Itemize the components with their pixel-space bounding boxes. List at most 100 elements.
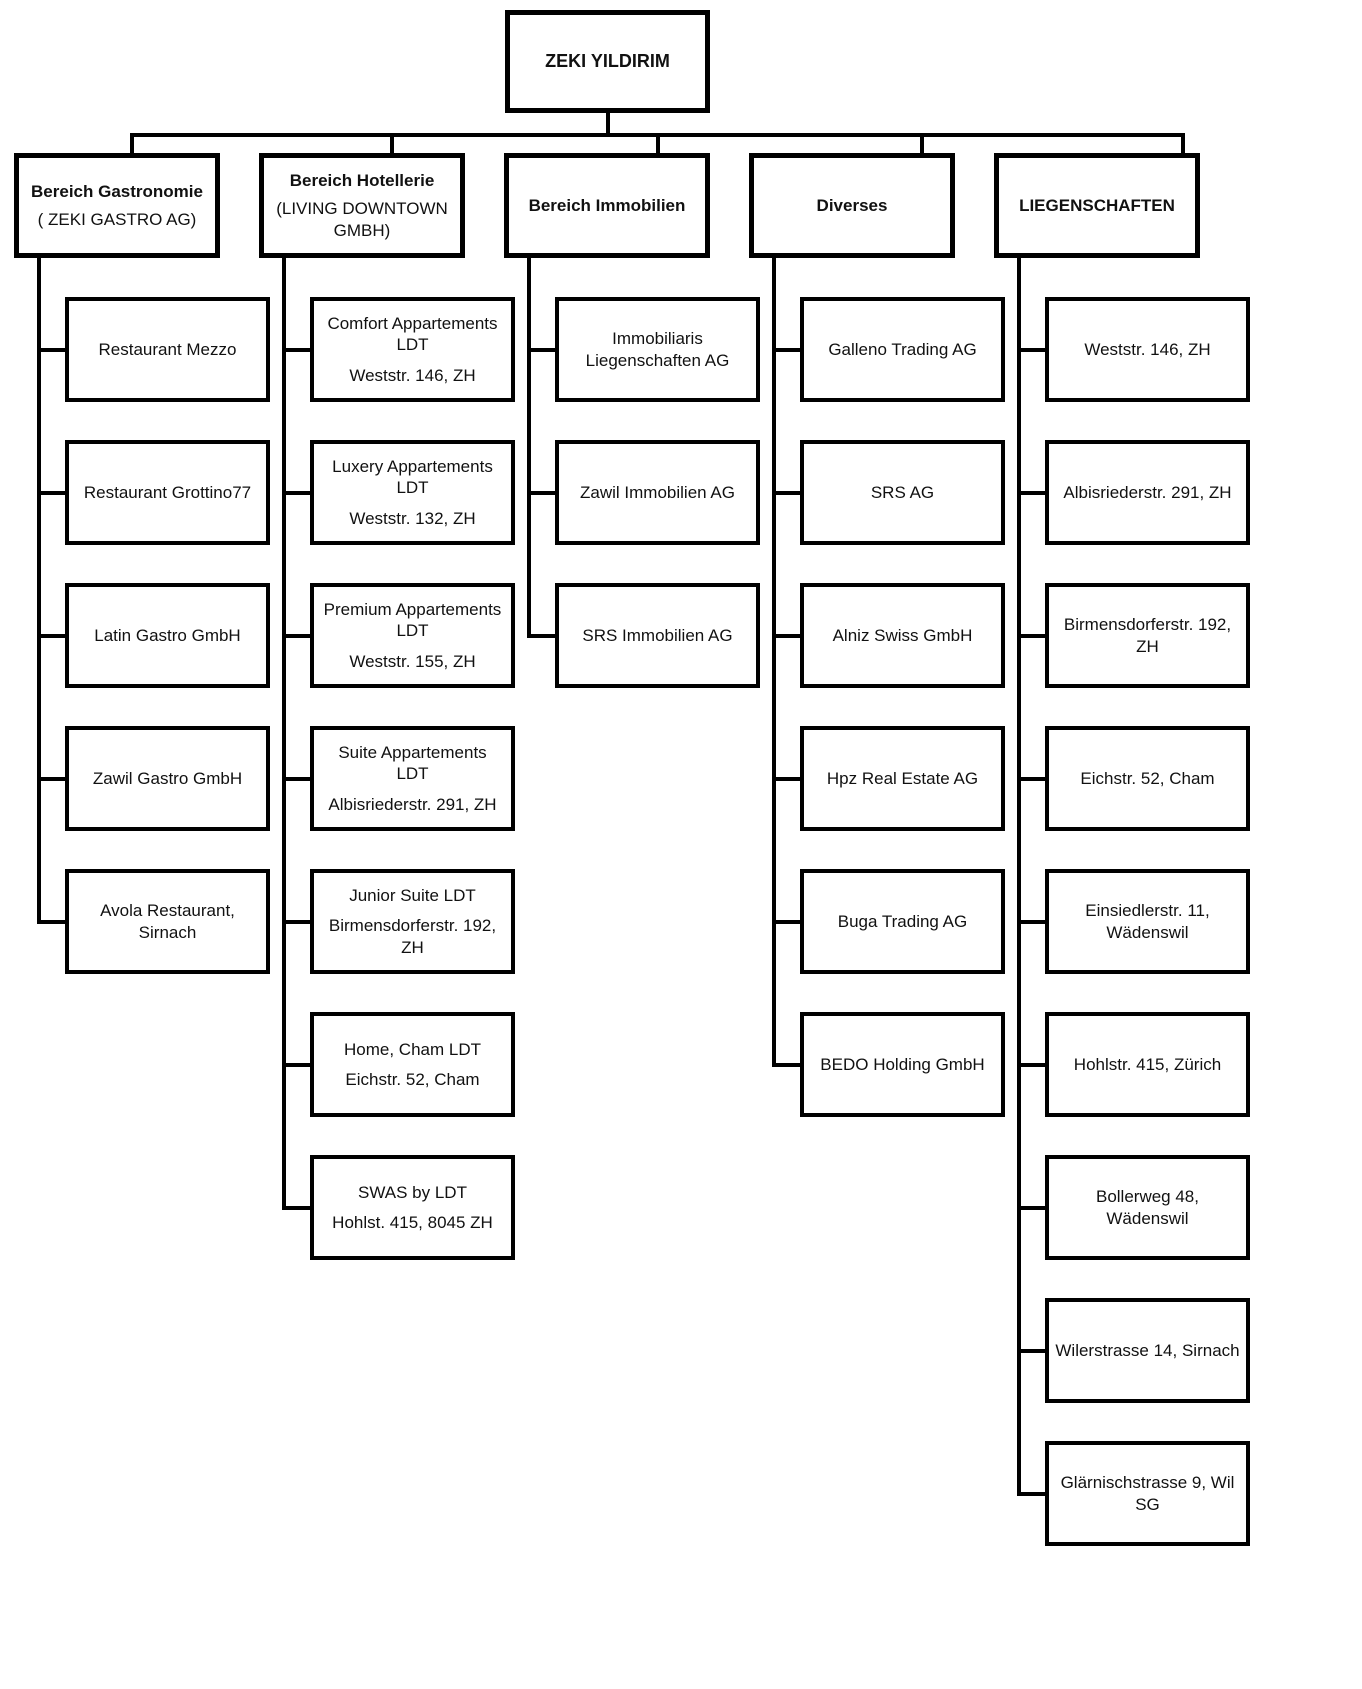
entity-box: Albisriederstr. 291, ZH	[1045, 440, 1250, 545]
connector-line	[282, 920, 312, 924]
entity-name: Restaurant Grottino77	[83, 482, 252, 502]
connector-line	[37, 348, 67, 352]
connector-line	[1017, 920, 1047, 924]
entity-box: Zawil Gastro GmbH	[65, 726, 270, 831]
entity-box: BEDO Holding GmbH	[800, 1012, 1005, 1117]
branch-title: Bereich Gastronomie	[31, 181, 203, 201]
branch-header: LIEGENSCHAFTEN	[994, 153, 1200, 258]
connector-line	[282, 777, 312, 781]
entity-box: Einsiedlerstr. 11, Wädenswil	[1045, 869, 1250, 974]
entity-name: Restaurant Mezzo	[98, 339, 237, 359]
entity-box: Immobiliaris Liegenschaften AG	[555, 297, 760, 402]
connector-line	[1017, 348, 1047, 352]
branch-title: Bereich Immobilien	[528, 195, 686, 215]
connector-line	[282, 1206, 312, 1210]
connector-line	[772, 777, 802, 781]
connector-line	[37, 491, 67, 495]
connector-line	[282, 1063, 312, 1067]
entity-box: Latin Gastro GmbH	[65, 583, 270, 688]
entity-box: Bollerweg 48, Wädenswil	[1045, 1155, 1250, 1260]
entity-box: Junior Suite LDT Birmensdorferstr. 192, Z…	[310, 869, 515, 974]
entity-box: Restaurant Mezzo	[65, 297, 270, 402]
connector-line	[527, 634, 557, 638]
entity-name: Junior Suite LDT	[349, 886, 476, 906]
entity-box: Hpz Real Estate AG	[800, 726, 1005, 831]
entity-box: SWAS by LDT Hohlst. 415, 8045 ZH	[310, 1155, 515, 1260]
entity-name: Avola Restaurant, Sirnach	[100, 901, 235, 942]
entity-name: Immobiliaris Liegenschaften AG	[585, 329, 730, 370]
entity-address: Weststr. 146, ZH	[349, 365, 476, 385]
branch-title: Diverses	[816, 195, 888, 215]
entity-name: Wilerstrasse 14, Sirnach	[1055, 1340, 1240, 1360]
entity-name: Luxery Appartements LDT	[332, 457, 493, 498]
entity-name: Bollerweg 48, Wädenswil	[1095, 1187, 1199, 1228]
connector-line	[37, 920, 67, 924]
entity-box: Comfort Appartements LDT Weststr. 146, ZH	[310, 297, 515, 402]
connector-line	[772, 348, 802, 352]
entity-name: Eichstr. 52, Cham	[1080, 768, 1215, 788]
entity-address: Birmensdorferstr. 192, ZH	[328, 916, 497, 957]
branch-header: Bereich Gastronomie ( ZEKI GASTRO AG)	[14, 153, 220, 258]
entity-box: Luxery Appartements LDT Weststr. 132, ZH	[310, 440, 515, 545]
entity-name: Glärnischstrasse 9, Wil SG	[1060, 1473, 1235, 1514]
root-box: ZEKI YILDIRIM	[505, 10, 710, 113]
entity-box: Avola Restaurant, Sirnach	[65, 869, 270, 974]
connector-line	[656, 133, 660, 157]
entity-box: Zawil Immobilien AG	[555, 440, 760, 545]
entity-box: SRS Immobilien AG	[555, 583, 760, 688]
connector-line	[1181, 133, 1185, 157]
connector-line	[1017, 1206, 1047, 1210]
entity-name: Alniz Swiss GmbH	[832, 625, 973, 645]
entity-box: Restaurant Grottino77	[65, 440, 270, 545]
connector-line	[282, 256, 286, 1210]
entity-address: Hohlst. 415, 8045 ZH	[332, 1213, 493, 1232]
root-label: ZEKI YILDIRIM	[545, 51, 670, 72]
connector-line	[282, 491, 312, 495]
connector-line	[527, 491, 557, 495]
entity-name: SRS AG	[870, 482, 935, 502]
connector-line	[282, 634, 312, 638]
entity-name: Buga Trading AG	[837, 911, 968, 931]
entity-address: Weststr. 155, ZH	[349, 651, 476, 671]
entity-name: Suite Appartements LDT	[338, 743, 487, 784]
connector-line	[37, 256, 41, 924]
branch-subtitle: ( ZEKI GASTRO AG)	[37, 210, 197, 229]
entity-address: Albisriederstr. 291, ZH	[328, 794, 497, 814]
connector-line	[37, 777, 67, 781]
entity-box: Suite Appartements LDT Albisriederstr. 29…	[310, 726, 515, 831]
entity-name: Hohlstr. 415, Zürich	[1073, 1054, 1222, 1074]
entity-box: Weststr. 146, ZH	[1045, 297, 1250, 402]
entity-box: Galleno Trading AG	[800, 297, 1005, 402]
branch-title: Bereich Hotellerie	[289, 171, 435, 191]
entity-name: Albisriederstr. 291, ZH	[1063, 482, 1232, 502]
entity-name: Premium Appartements LDT	[323, 600, 502, 641]
connector-line	[772, 920, 802, 924]
branch-title: LIEGENSCHAFTEN	[1019, 195, 1175, 215]
entity-name: Einsiedlerstr. 11, Wädenswil	[1085, 901, 1210, 942]
entity-name: Comfort Appartements LDT	[327, 314, 498, 355]
entity-name: SWAS by LDT	[358, 1182, 467, 1202]
connector-line	[1017, 256, 1021, 1496]
connector-line	[920, 133, 924, 157]
connector-line	[1017, 634, 1047, 638]
entity-name: Hpz Real Estate AG	[826, 768, 979, 788]
entity-box: Eichstr. 52, Cham	[1045, 726, 1250, 831]
connector-line	[37, 634, 67, 638]
connector-line	[606, 111, 610, 135]
entity-address: Weststr. 132, ZH	[349, 508, 476, 528]
connector-line	[527, 348, 557, 352]
entity-name: Zawil Gastro GmbH	[92, 768, 243, 788]
connector-line	[772, 1063, 802, 1067]
entity-name: Galleno Trading AG	[828, 339, 977, 359]
entity-box: Buga Trading AG	[800, 869, 1005, 974]
entity-box: Glärnischstrasse 9, Wil SG	[1045, 1441, 1250, 1546]
connector-line	[130, 133, 134, 157]
entity-box: Birmensdorferstr. 192, ZH	[1045, 583, 1250, 688]
entity-name: SRS Immobilien AG	[582, 625, 733, 645]
entity-name: Home, Cham LDT	[344, 1039, 481, 1059]
connector-line	[1017, 491, 1047, 495]
entity-box: Premium Appartements LDT Weststr. 155, ZH	[310, 583, 515, 688]
entity-box: Alniz Swiss GmbH	[800, 583, 1005, 688]
